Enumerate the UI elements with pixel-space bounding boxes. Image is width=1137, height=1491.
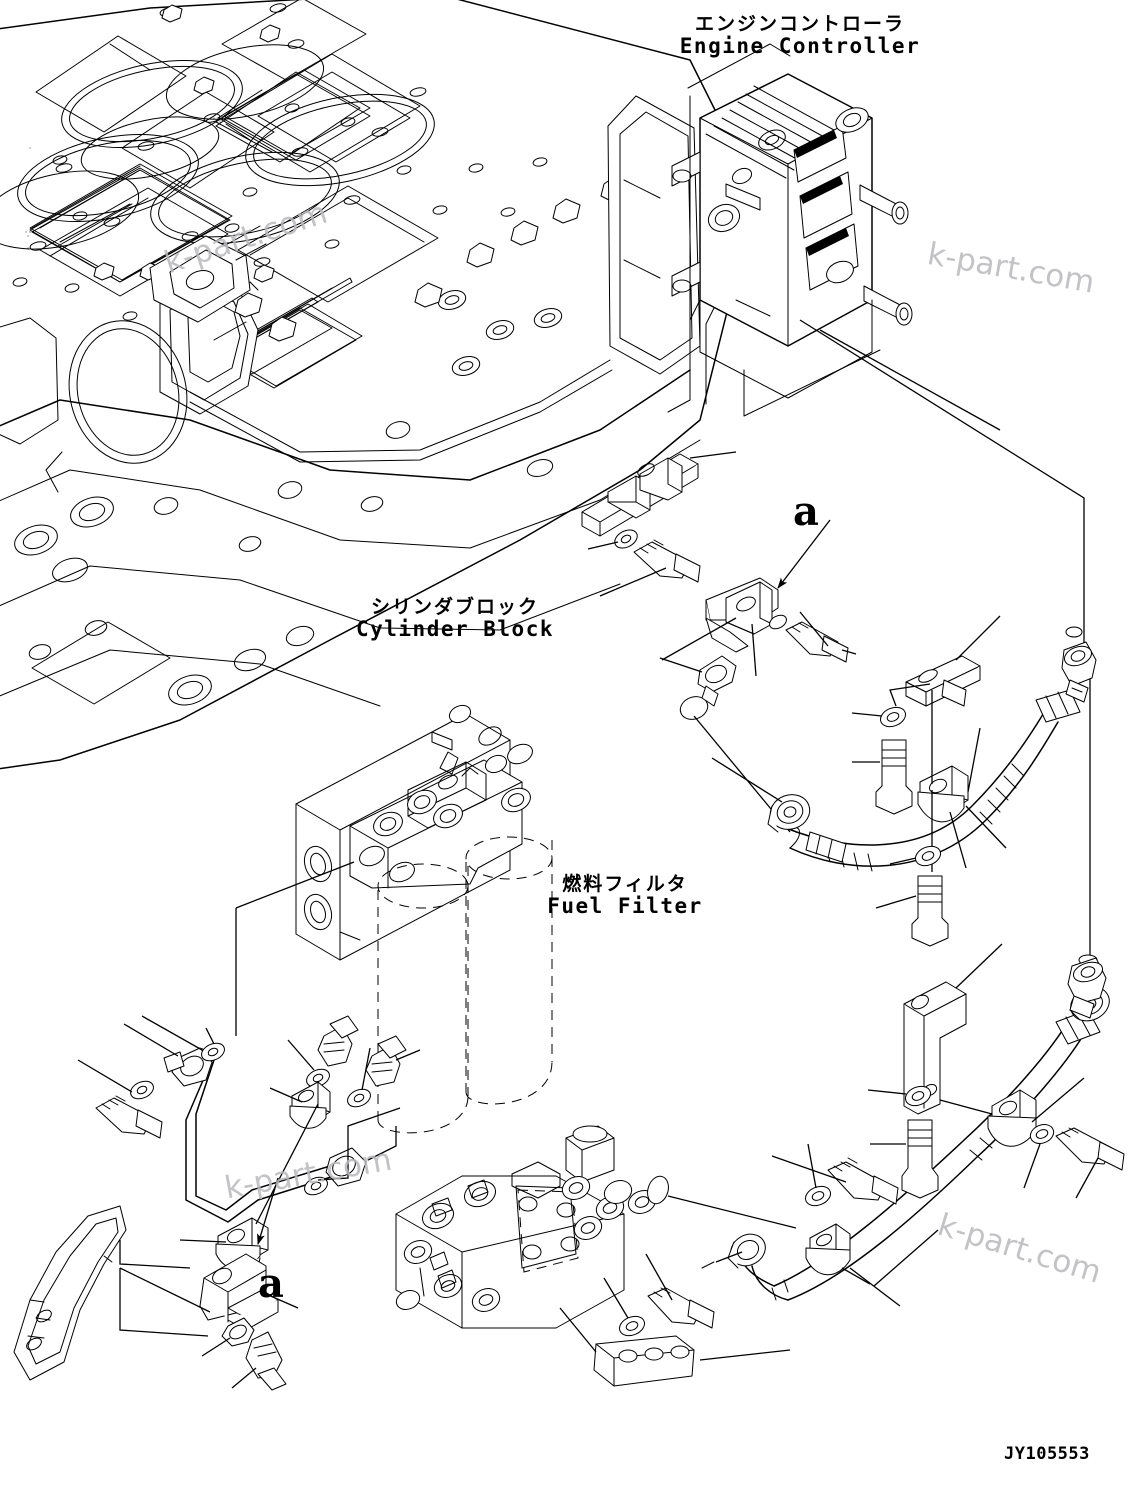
upper-bracket-group [581,451,857,833]
engine-controller-assembly [667,43,913,417]
fuel-supply-pump-assembly [395,1125,797,1387]
callout-a-upper: a [793,488,819,535]
ancillary-outlines [701,1261,715,1269]
cylinder-block-assembly [0,0,731,770]
drawing-part-number: JY105553 [1004,1444,1090,1464]
lower-left-tube-assembly [13,1015,421,1391]
fuel-filter-assembly [235,704,553,1134]
lower-hose-assembly [715,943,1125,1307]
controller-leader-lines [799,319,1091,960]
upper-hose-assembly [711,615,1097,947]
callout-a-lower: a [258,1260,284,1307]
